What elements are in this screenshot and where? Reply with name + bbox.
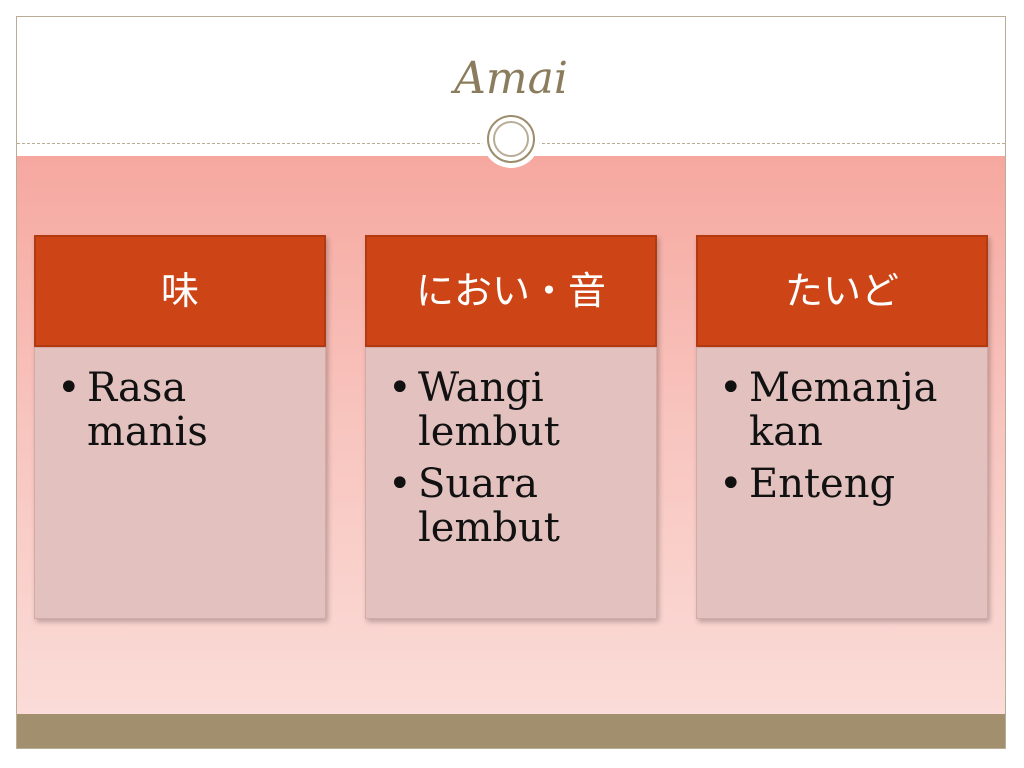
- bullet-dot-icon: •: [719, 461, 743, 507]
- list-item: • Enteng: [715, 462, 971, 506]
- column-header-attitude: たいど: [696, 235, 988, 347]
- double-ring-ornament-icon: [482, 110, 540, 168]
- bullet-dot-icon: •: [57, 365, 81, 411]
- bullet-list: • Rasa manis: [53, 366, 309, 454]
- slide-title: Amai: [454, 53, 568, 104]
- bullet-list: • Memanja kan • Enteng: [715, 366, 971, 506]
- list-item-text: Suara lembut: [418, 461, 560, 551]
- column-card-attitude: たいど • Memanja kan • Enteng: [696, 235, 988, 619]
- list-item-text: Enteng: [749, 461, 896, 507]
- footer-bar: [17, 714, 1005, 748]
- list-item: • Suara lembut: [384, 462, 640, 550]
- ornament-outer-ring: [487, 115, 535, 163]
- column-card-taste: 味 • Rasa manis: [34, 235, 326, 619]
- column-card-smell-sound: におい・音 • Wangi lembut • Suara lembut: [365, 235, 657, 619]
- slide: Amai 味 • Rasa manis におい・音 • Wangi lembut: [16, 16, 1006, 749]
- column-body-smell-sound: • Wangi lembut • Suara lembut: [365, 347, 657, 619]
- list-item: • Rasa manis: [53, 366, 309, 454]
- list-item-text: Rasa manis: [87, 365, 208, 455]
- bullet-dot-icon: •: [388, 461, 412, 507]
- column-body-taste: • Rasa manis: [34, 347, 326, 619]
- column-header-smell-sound: におい・音: [365, 235, 657, 347]
- list-item-text: Wangi lembut: [418, 365, 560, 455]
- ornament-inner-ring: [493, 121, 529, 157]
- column-body-attitude: • Memanja kan • Enteng: [696, 347, 988, 619]
- bullet-list: • Wangi lembut • Suara lembut: [384, 366, 640, 550]
- bullet-dot-icon: •: [388, 365, 412, 411]
- column-header-taste: 味: [34, 235, 326, 347]
- list-item-text: Memanja kan: [749, 365, 938, 455]
- bullet-dot-icon: •: [719, 365, 743, 411]
- list-item: • Memanja kan: [715, 366, 971, 454]
- list-item: • Wangi lembut: [384, 366, 640, 454]
